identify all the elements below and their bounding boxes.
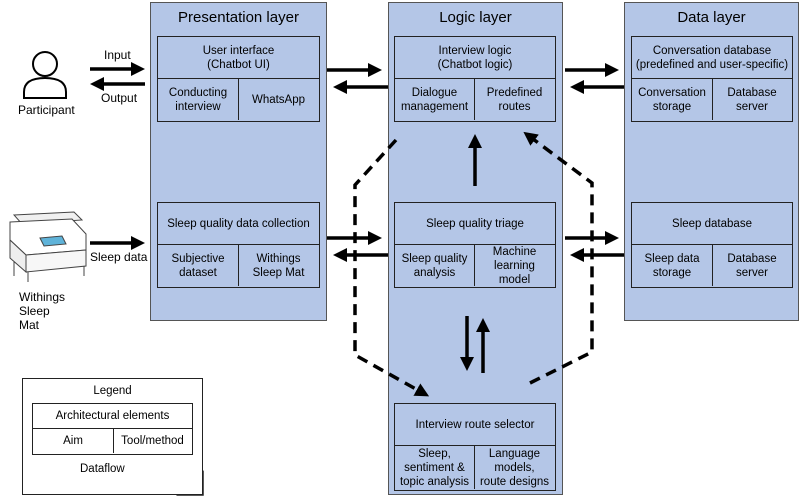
machine-learning-model-cell: Machine learning model bbox=[492, 245, 537, 286]
legend-element-box: Architectural elements Aim Tool/method bbox=[32, 403, 193, 455]
whatsapp-cell: WhatsApp bbox=[251, 93, 306, 106]
sleep-data-label: Sleep data bbox=[90, 250, 148, 264]
conducting-interview-cell: Conducting interview bbox=[158, 79, 239, 120]
interview-logic-box: Interview logic (Chatbot logic) Dialogue… bbox=[394, 36, 556, 122]
sleep-data-storage-cell: Sleep data storage bbox=[632, 245, 713, 286]
language-models-cell: Language models, route designs bbox=[479, 447, 550, 488]
sleep-quality-triage-title: Sleep quality triage bbox=[395, 203, 555, 245]
subjective-dataset-cell: Subjective dataset bbox=[158, 245, 239, 286]
user-interface-title: User interface (Chatbot UI) bbox=[158, 37, 319, 79]
output-label: Output bbox=[101, 91, 138, 105]
conversation-database-title: Conversation database (predefined and us… bbox=[632, 37, 792, 79]
legend-title: Legend bbox=[93, 385, 132, 397]
participant-icon bbox=[23, 51, 67, 99]
sleep-quality-data-collection-title: Sleep quality data collection bbox=[158, 203, 319, 245]
dataflow-arrows bbox=[90, 62, 624, 373]
dashed-dataflow bbox=[353, 131, 594, 397]
legend-dataflow-label: Dataflow bbox=[80, 463, 125, 475]
participant-label: Participant bbox=[18, 103, 75, 117]
user-interface-box: User interface (Chatbot UI) Conducting i… bbox=[157, 36, 320, 122]
sleep-sentiment-topic-cell: Sleep, sentiment & topic analysis bbox=[395, 446, 475, 489]
legend-architectural-elements: Architectural elements bbox=[33, 404, 192, 429]
sleep-mat-bed-icon bbox=[9, 211, 87, 282]
logic-to-selector-dashed bbox=[353, 138, 430, 397]
sleep-quality-triage-box: Sleep quality triage Sleep quality analy… bbox=[394, 202, 556, 288]
input-label: Input bbox=[104, 48, 131, 62]
selector-to-logic-dashed bbox=[523, 131, 594, 385]
sleep-database-server-cell: Database server bbox=[727, 252, 777, 279]
interview-route-selector-title: Interview route selector bbox=[395, 404, 555, 446]
legend-tool-method: Tool/method bbox=[121, 435, 184, 447]
conversation-database-box: Conversation database (predefined and us… bbox=[631, 36, 793, 122]
legend-aim: Aim bbox=[33, 429, 114, 453]
sleep-database-title: Sleep database bbox=[632, 203, 792, 245]
sleep-quality-analysis-cell: Sleep quality analysis bbox=[395, 245, 475, 286]
dialogue-management-cell: Dialogue management bbox=[395, 79, 475, 120]
sleep-database-box: Sleep database Sleep data storage Databa… bbox=[631, 202, 793, 288]
withings-sleep-mat-cell: Withings Sleep Mat bbox=[252, 252, 305, 279]
data-layer-title: Data layer bbox=[677, 9, 746, 26]
logic-layer-title: Logic layer bbox=[439, 9, 512, 26]
conversation-database-server-cell: Database server bbox=[727, 86, 777, 113]
interview-route-selector-box: Interview route selector Sleep, sentimen… bbox=[394, 403, 556, 491]
presentation-layer-title: Presentation layer bbox=[178, 9, 299, 26]
legend: Legend Architectural elements Aim Tool/m… bbox=[22, 378, 203, 495]
predefined-routes-cell: Predefined routes bbox=[486, 86, 543, 113]
conversation-storage-cell: Conversation storage bbox=[632, 79, 713, 120]
interview-logic-title: Interview logic (Chatbot logic) bbox=[395, 37, 555, 79]
sleep-quality-data-collection-box: Sleep quality data collection Subjective… bbox=[157, 202, 320, 288]
withings-sleep-mat-label: Withings Sleep Mat bbox=[19, 290, 66, 332]
